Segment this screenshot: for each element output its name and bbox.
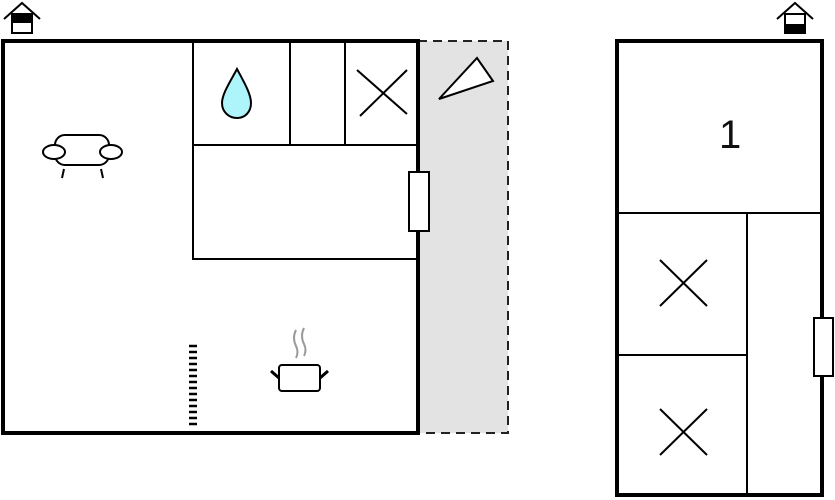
window [813,317,834,377]
upper-outer-walls [615,39,824,497]
bed-x-icon [659,259,708,307]
sofa-icon [42,134,123,179]
bed-x-icon [659,408,708,456]
house-ground-floor-icon [3,1,41,34]
ground-floor-plan [1,1,509,435]
cooking-pot-icon [270,327,329,392]
water-drop-icon [220,66,253,120]
window [408,171,430,232]
bed-x-icon [356,69,408,117]
terrace [417,40,509,434]
ground-outer-walls [1,39,420,435]
stairs-icon [189,344,197,426]
house-upper-floor-icon [776,1,814,34]
terrace-triangle-icon [438,56,495,100]
upper-floor-plan [615,1,834,497]
room-number-label: 1 [719,113,742,157]
